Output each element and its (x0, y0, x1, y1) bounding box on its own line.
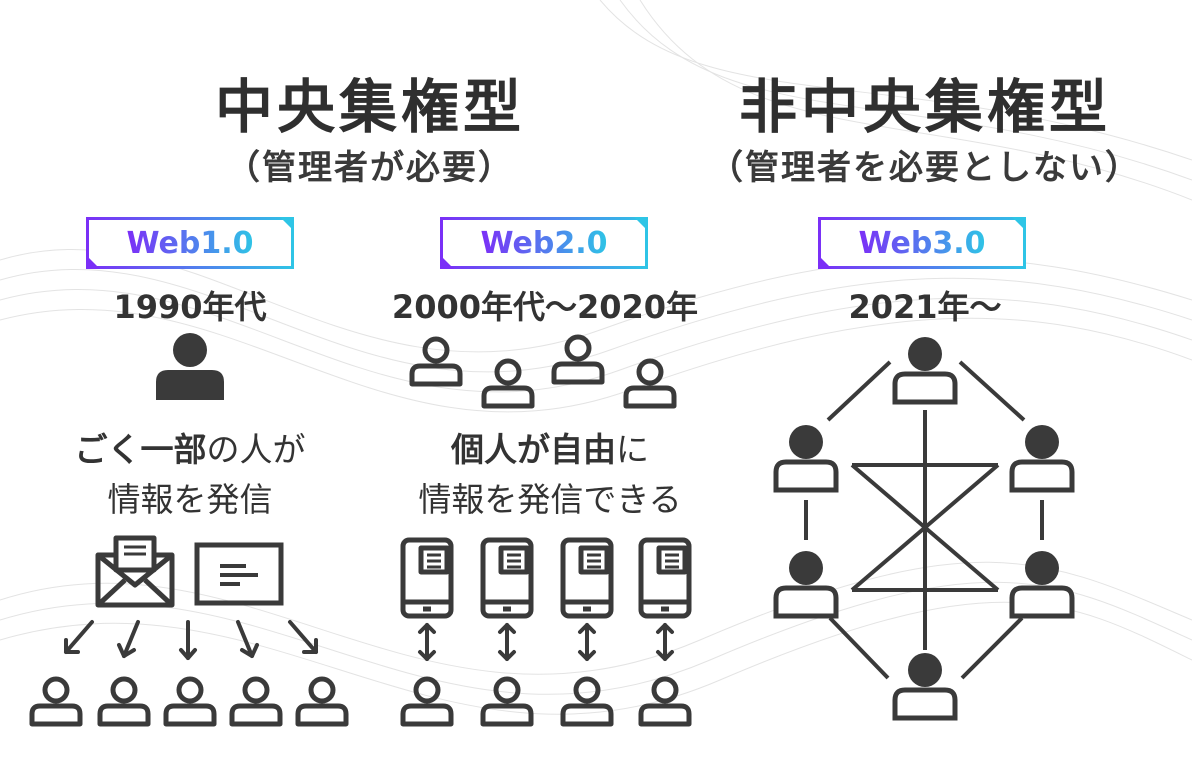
web1-desc-line2: 情報を発信 (107, 480, 273, 519)
web2-description: 個人が自由に 情報を発信できる (380, 425, 720, 525)
node-person-icon (1012, 551, 1072, 616)
web2-desc-rest: に (616, 430, 649, 469)
receiver-person-icon (100, 679, 148, 724)
node-person-icon (895, 337, 955, 402)
message-card-icon (194, 542, 284, 606)
envelope-icon (95, 535, 175, 608)
double-arrow-icon (498, 623, 516, 661)
web1-badge-label: Web1.0 (126, 225, 254, 261)
centralized-subtitle: （管理者が必要） (226, 148, 514, 188)
web3-badge-label: Web3.0 (858, 225, 986, 261)
smartphone-icon (563, 540, 611, 616)
decentralized-title: 非中央集権型 (738, 73, 1111, 141)
user-person-icon (641, 679, 689, 724)
user-person-icon (483, 679, 531, 724)
web2-desc-line1: 個人が自由に (380, 425, 720, 475)
web1-badge: Web1.0 (86, 217, 294, 269)
broadcast-arrows (64, 620, 318, 660)
node-person-icon (1012, 425, 1072, 490)
double-arrow-icon (418, 623, 436, 661)
web3-badge: Web3.0 (818, 217, 1026, 269)
smartphone-icon (483, 540, 531, 616)
central-person-icon (156, 333, 224, 400)
web2-badge-label: Web2.0 (480, 225, 608, 261)
node-person-icon (895, 653, 955, 718)
network-connections (804, 360, 1044, 680)
web1-description: ごく一部の人が 情報を発信 (30, 425, 350, 525)
double-arrow-icon (578, 623, 596, 661)
web3-era: 2021年〜 (848, 288, 1002, 326)
receiver-person-icon (232, 679, 280, 724)
double-arrow-icon (656, 623, 674, 661)
web1-desc-rest: の人が (206, 430, 306, 469)
receiver-person-icon (298, 679, 346, 724)
receiver-person-icon (166, 679, 214, 724)
smartphone-icon (641, 540, 689, 616)
user-person-icon (412, 339, 460, 384)
user-person-icon (626, 361, 674, 406)
user-person-icon (484, 361, 532, 406)
node-person-icon (776, 551, 836, 616)
smartphone-icon (403, 540, 451, 616)
receiver-person-icon (32, 679, 80, 724)
web2-desc-line2: 情報を発信できる (418, 480, 682, 519)
web2-era: 2000年代〜2020年 (391, 288, 699, 326)
web2-badge: Web2.0 (440, 217, 648, 269)
web1-era: 1990年代 (113, 288, 267, 326)
decentralized-subtitle: （管理者を必要としない） (709, 148, 1141, 188)
web1-desc-bold: ごく一部 (74, 430, 207, 469)
user-person-icon (403, 679, 451, 724)
user-person-icon (554, 337, 602, 382)
web1-desc-line1: ごく一部の人が (30, 425, 350, 475)
user-person-icon (563, 679, 611, 724)
node-person-icon (776, 425, 836, 490)
web2-desc-bold: 個人が自由 (451, 430, 616, 469)
centralized-title: 中央集権型 (214, 73, 525, 141)
